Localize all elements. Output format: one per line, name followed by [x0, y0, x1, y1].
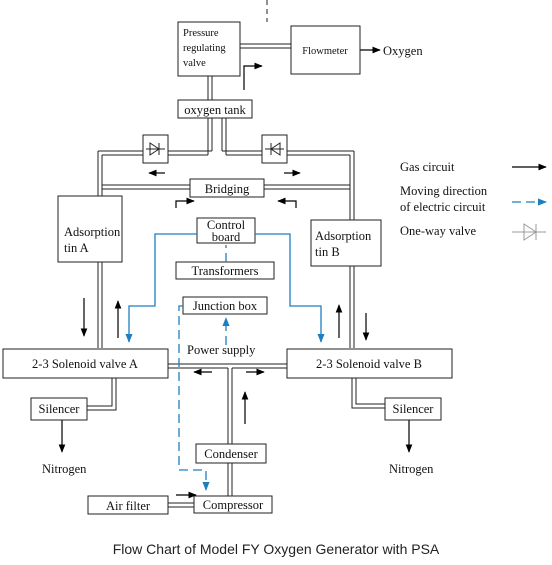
- control-board-label-2: board: [212, 230, 241, 244]
- legend-electric-label-2: of electric circuit: [400, 200, 486, 214]
- condenser-label: Condenser: [204, 447, 258, 461]
- solenoid-a-label: 2-3 Solenoid valve A: [32, 357, 138, 371]
- adsorption-a-label-2: tin A: [64, 241, 89, 255]
- condenser-box: Condenser: [195, 443, 267, 464]
- silencer-b-label: Silencer: [393, 402, 435, 416]
- power-supply-label: Power supply: [187, 343, 256, 357]
- flowmeter-label: Flowmeter: [302, 46, 348, 57]
- pressure-valve-label-2: regulating: [183, 43, 226, 54]
- oxygen-output-label: Oxygen: [383, 44, 423, 58]
- junction-box: Junction box: [182, 296, 268, 315]
- adsorption-a-label-1: Adsorption: [64, 225, 121, 239]
- transformers-label: Transformers: [192, 264, 259, 278]
- legend-gas-circuit-label: Gas circuit: [400, 160, 455, 174]
- gas-pipes: [87, 43, 385, 508]
- legend-one-way-valve-label: One-way valve: [400, 224, 476, 238]
- pressure-valve-label-1: Pressure: [183, 28, 219, 39]
- nitrogen-a-label: Nitrogen: [42, 462, 87, 476]
- one-way-valve-right-icon: [261, 134, 288, 164]
- adsorption-b-label-1: Adsorption: [315, 229, 372, 243]
- flowmeter-box: Flowmeter: [290, 25, 361, 75]
- legend-electric-label-1: Moving direction: [400, 184, 488, 198]
- electric-circuit-paths: [125, 233, 325, 491]
- adsorption-b-label-2: tin B: [315, 245, 340, 259]
- silencer-a-label: Silencer: [39, 402, 81, 416]
- legend-one-way-valve-icon: [512, 223, 546, 241]
- solenoid-valve-b-box: 2-3 Solenoid valve B: [286, 348, 453, 379]
- junction-box-label: Junction box: [193, 299, 258, 313]
- nitrogen-b-label: Nitrogen: [389, 462, 434, 476]
- adsorption-tin-b-box: Adsorption tin B: [310, 219, 382, 267]
- legend: Gas circuit Moving direction of electric…: [400, 160, 547, 241]
- control-board-box: Control board: [196, 217, 256, 244]
- adsorption-tin-a-box: Adsorption tin A: [57, 195, 123, 263]
- figure-caption: Flow Chart of Model FY Oxygen Generator …: [113, 541, 440, 557]
- pressure-valve-label-3: valve: [183, 58, 206, 69]
- air-filter-box: Air filter: [87, 495, 169, 515]
- gas-flow-arrows: [80, 62, 370, 499]
- solenoid-valve-a-box: 2-3 Solenoid valve A: [2, 348, 169, 379]
- pressure-regulating-valve-box: Pressure regulating valve: [177, 21, 241, 77]
- control-board-label-1: Control: [207, 218, 246, 232]
- transformers-box: Transformers: [175, 261, 275, 280]
- silencer-a-box: Silencer: [30, 397, 88, 421]
- oxygen-tank-box: oxygen tank: [177, 99, 253, 119]
- oxygen-tank-label: oxygen tank: [184, 103, 246, 117]
- one-way-valve-left-icon: [142, 134, 169, 164]
- bridging-label: Bridging: [205, 182, 250, 196]
- solenoid-b-label: 2-3 Solenoid valve B: [316, 357, 422, 371]
- silencer-b-box: Silencer: [384, 397, 442, 421]
- compressor-box: Compressor: [193, 495, 273, 514]
- bridging-box: Bridging: [189, 178, 265, 198]
- air-filter-label: Air filter: [106, 499, 151, 513]
- compressor-label: Compressor: [203, 498, 264, 512]
